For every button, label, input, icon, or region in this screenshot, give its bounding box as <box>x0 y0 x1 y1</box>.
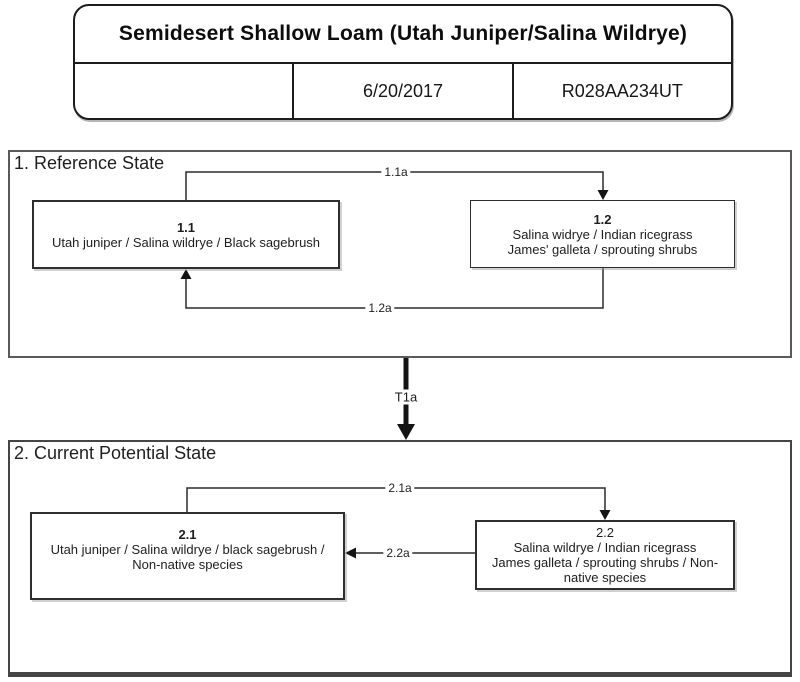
pathway-label-1-2a: 1.2a <box>365 301 395 315</box>
ecological-site-title: Semidesert Shallow Loam (Utah Juniper/Sa… <box>75 6 731 64</box>
report-date: 6/20/2017 <box>292 64 511 118</box>
community-composition: Salina widrye / Indian ricegrass <box>512 226 693 242</box>
community-box-1-1: 1.1 Utah juniper / Salina wildrye / Blac… <box>32 200 340 269</box>
pathway-label-2-2a: 2.2a <box>383 546 413 560</box>
arrowhead-transition-t1a <box>397 424 415 440</box>
reference-state-label: 1. Reference State <box>12 153 167 174</box>
community-composition: Utah juniper / Salina wildrye / black sa… <box>50 542 325 557</box>
community-composition: Non-native species <box>132 557 243 572</box>
community-composition: James galleta / sprouting shrubs / Non- <box>491 555 719 570</box>
community-id: 2.2 <box>595 525 615 540</box>
community-id: 2.1 <box>178 527 197 542</box>
community-box-2-2: 2.2 Salina wildrye / Indian ricegrass Ja… <box>475 520 735 590</box>
community-box-2-1: 2.1 Utah juniper / Salina wildrye / blac… <box>30 512 345 600</box>
community-id: 1.1 <box>176 219 196 235</box>
community-composition: native species <box>563 570 647 585</box>
community-composition: Salina wildrye / Indian ricegrass <box>513 540 697 555</box>
title-block: Semidesert Shallow Loam (Utah Juniper/Sa… <box>73 4 733 120</box>
community-composition: James' galleta / sprouting shrubs <box>507 241 698 257</box>
community-box-1-2: 1.2 Salina widrye / Indian ricegrass Jam… <box>470 200 735 268</box>
ecological-site-id: R028AA234UT <box>511 64 731 118</box>
pathway-label-2-1a: 2.1a <box>385 481 415 495</box>
pathway-label-1-1a: 1.1a <box>381 165 411 179</box>
title-block-meta-row: 6/20/2017 R028AA234UT <box>75 64 731 118</box>
current-potential-state-label: 2. Current Potential State <box>12 443 219 464</box>
transition-label-t1a: T1a <box>391 389 421 405</box>
community-id: 1.2 <box>593 211 612 227</box>
title-block-empty-cell <box>75 64 292 118</box>
community-composition: Utah juniper / Salina wildrye / Black sa… <box>51 234 321 250</box>
